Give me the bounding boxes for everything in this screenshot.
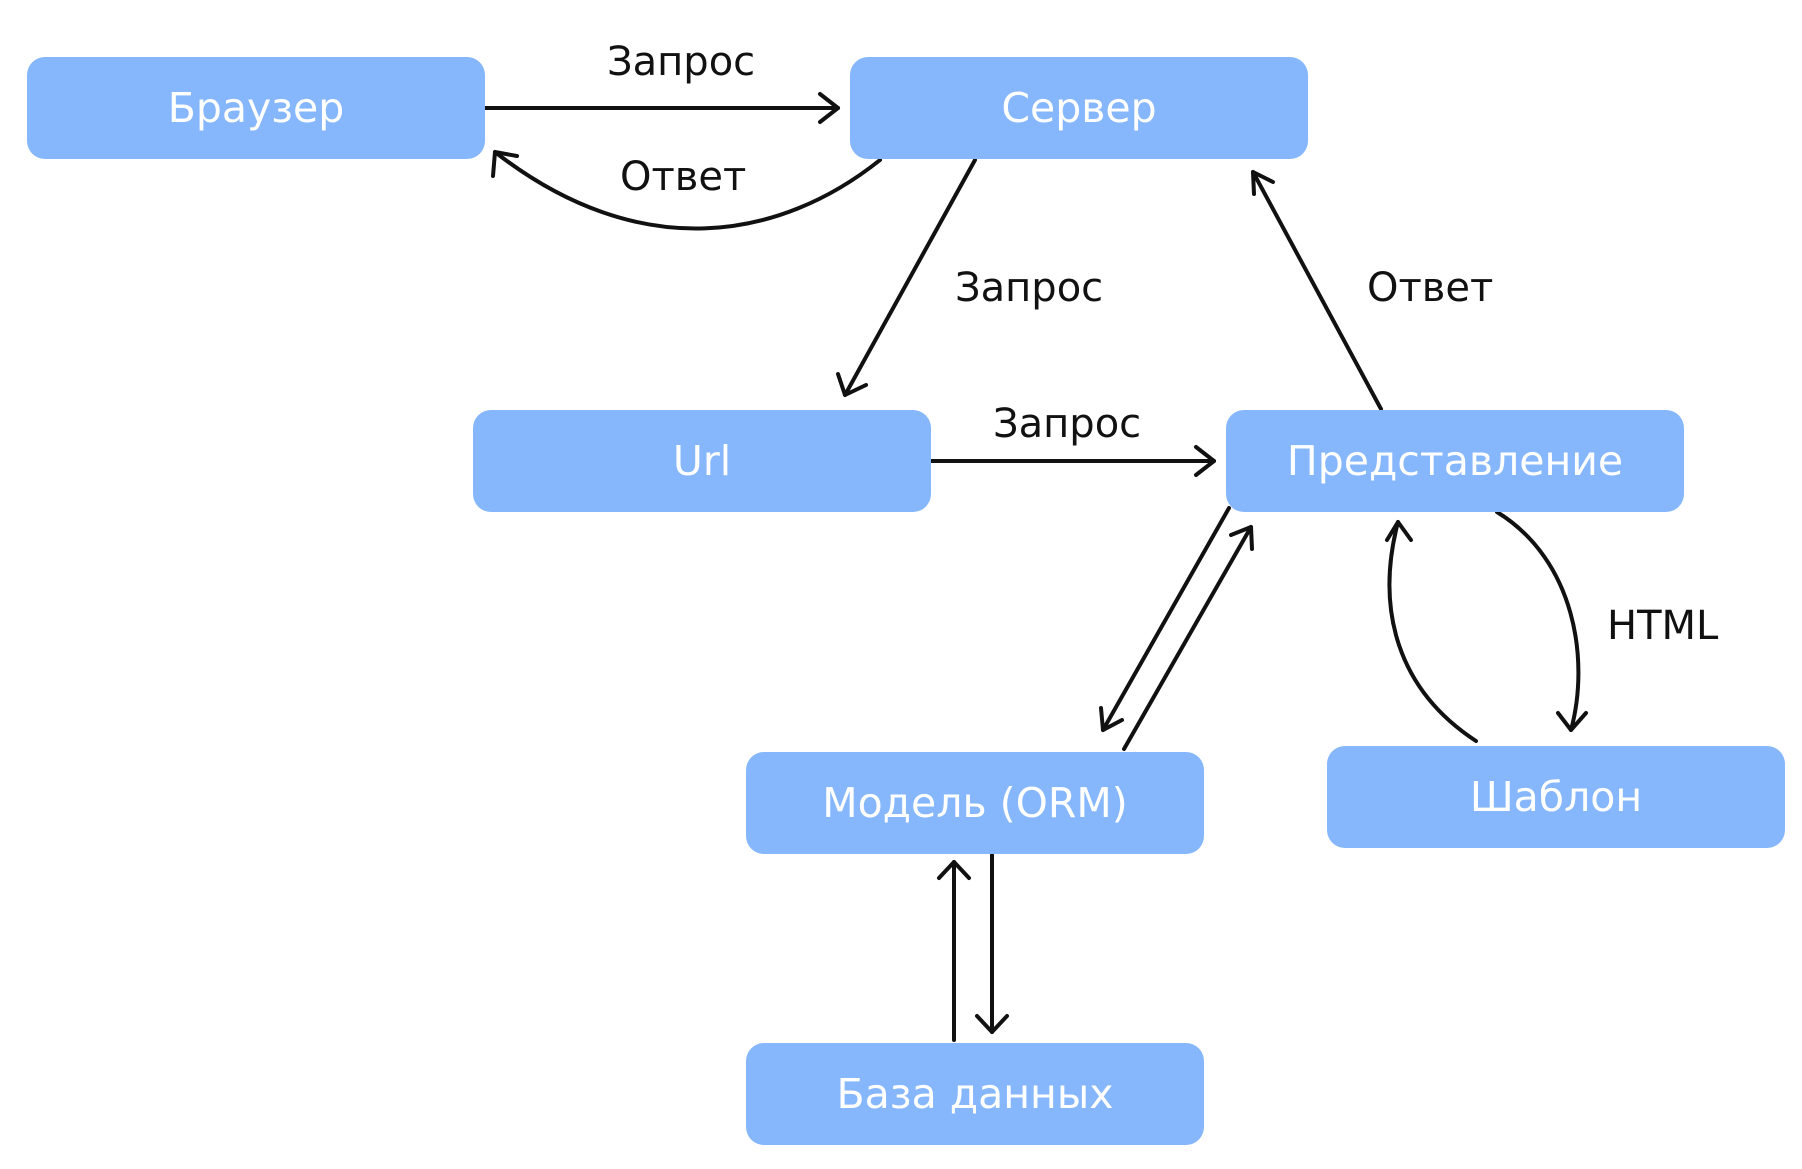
node-database: База данных bbox=[746, 1043, 1204, 1145]
node-browser: Браузер bbox=[27, 57, 485, 159]
edge-model-to-database bbox=[975, 853, 1009, 1034]
label-browser-to-server: Запрос bbox=[607, 39, 756, 85]
edge-template-to-view bbox=[1385, 520, 1478, 743]
edge-server-to-url bbox=[836, 158, 977, 397]
edge-server-to-browser bbox=[491, 150, 882, 231]
node-url: Url bbox=[473, 410, 931, 512]
label-view-to-server: Ответ bbox=[1367, 265, 1494, 311]
edge-view-to-template bbox=[1495, 510, 1588, 732]
node-server: Сервер bbox=[850, 57, 1308, 159]
edge-database-to-model bbox=[937, 860, 971, 1042]
label-server-to-browser: Ответ bbox=[620, 154, 747, 200]
label-server-to-url: Запрос bbox=[955, 265, 1104, 311]
node-view: Представление bbox=[1226, 410, 1684, 512]
edge-browser-to-server bbox=[483, 92, 840, 124]
edge-view-to-model bbox=[1099, 506, 1231, 732]
edge-url-to-view bbox=[926, 445, 1216, 477]
label-url-to-view: Запрос bbox=[993, 401, 1142, 447]
node-model: Модель (ORM) bbox=[746, 752, 1204, 854]
node-template: Шаблон bbox=[1327, 746, 1785, 848]
edge-view-to-server bbox=[1251, 170, 1383, 411]
label-view-template: HTML bbox=[1607, 603, 1719, 649]
edge-model-to-view bbox=[1122, 525, 1254, 751]
